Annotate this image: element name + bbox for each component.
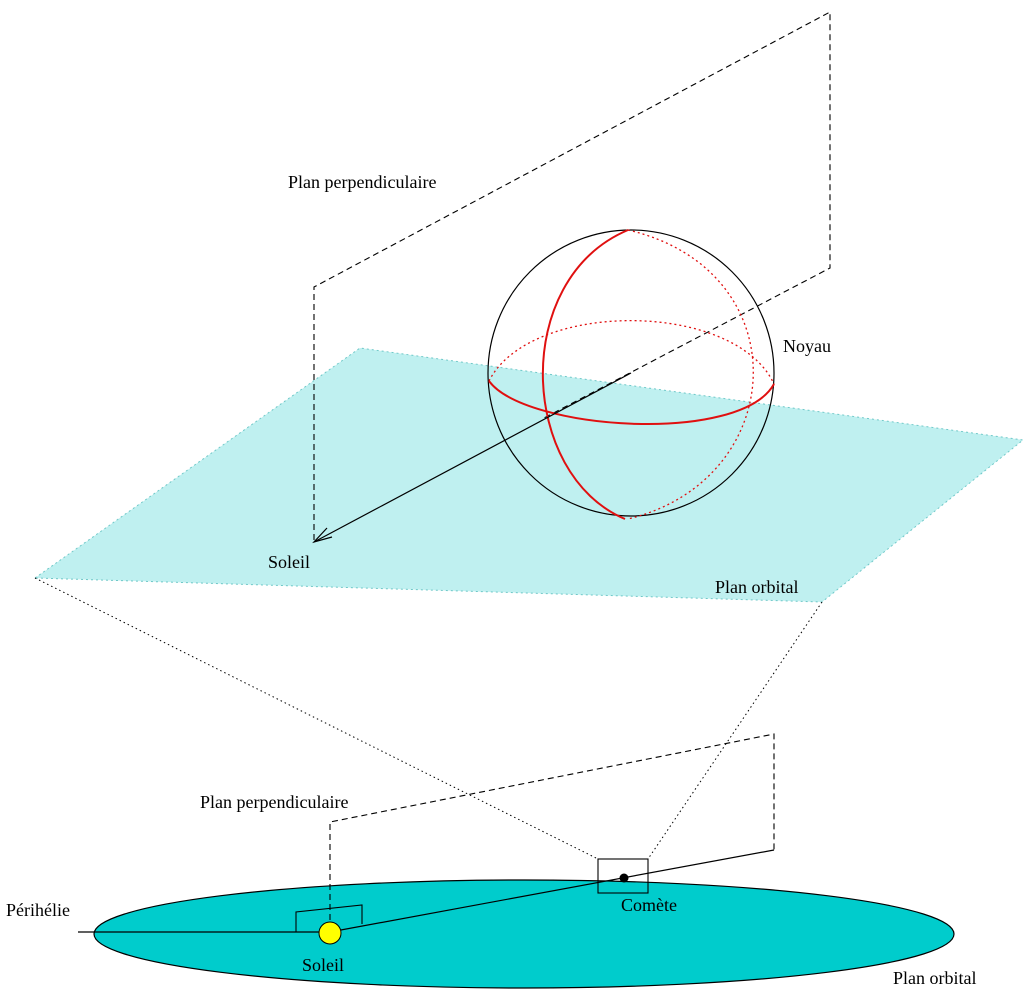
label-orbital-plane-bottom: Plan orbital [893, 968, 977, 988]
projection-line-left [34, 577, 599, 860]
meridian-front-arc [541, 229, 629, 520]
orbital-plane-top [33, 347, 1023, 603]
label-comet: Comète [621, 895, 677, 915]
label-sun-top: Soleil [268, 552, 310, 572]
comet-dot [619, 873, 629, 883]
sun-bottom [318, 921, 342, 945]
label-perihelion: Périhélie [6, 900, 70, 920]
label-sun-bottom: Soleil [302, 955, 344, 975]
label-nucleus: Noyau [783, 336, 831, 356]
equator-front-arc [488, 380, 775, 425]
projection-line-right [647, 601, 823, 860]
meridian-back-arc [627, 229, 754, 520]
orbital-ellipse [93, 879, 955, 989]
sun-arrowhead [312, 527, 333, 544]
nucleus-sphere [487, 229, 775, 517]
comet-box [597, 858, 649, 894]
sun-comet-line [329, 849, 775, 933]
sun-plane-marker [295, 904, 363, 932]
perpendicular-plane-top [313, 11, 831, 540]
label-orbital-plane-top: Plan orbital [715, 577, 799, 597]
perpendicular-plane-bottom [329, 733, 775, 930]
label-perpendicular-plane-bottom: Plan perpendiculaire [200, 792, 348, 812]
label-perpendicular-plane-top: Plan perpendiculaire [288, 172, 436, 192]
sun-direction-arrow [313, 372, 632, 543]
